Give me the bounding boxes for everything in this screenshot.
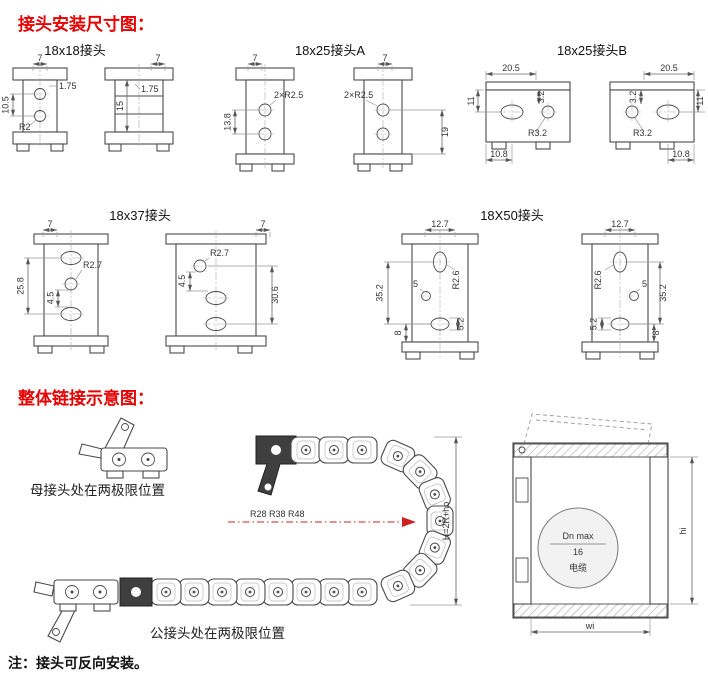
cable-label: 电缆 bbox=[569, 562, 587, 573]
dim-label: 5.2 bbox=[456, 318, 466, 331]
view-18x25b-left: 20.5 3.2 11 R3.2 10.8 bbox=[466, 63, 571, 164]
dim-label: 12.7 bbox=[431, 219, 449, 229]
view-18x25b-right: 20.5 3.2 11 R3.2 10.8 bbox=[609, 63, 705, 164]
male-position-label: 公接头处在两极限位置 bbox=[150, 625, 285, 641]
dim-label: 7 bbox=[252, 53, 257, 63]
assembly-schematic: 母接头处在两极限位置 公接头处在两极限位置 bbox=[30, 413, 698, 643]
inner-height-label: hi bbox=[678, 527, 688, 534]
dim-label: 20.5 bbox=[502, 63, 520, 73]
dim-label: 11 bbox=[466, 96, 476, 105]
drawing-18x25a: 7 2×R2.5 13.8 7 2×R2.5 19 bbox=[223, 53, 450, 172]
dim-label: 4.5 bbox=[177, 275, 187, 288]
drawing-18x37: 7 R2.7 25.8 4.5 7 R2.7 4.5 30.6 bbox=[16, 219, 280, 354]
chain-start-connector bbox=[255, 435, 297, 496]
footer-note: 注：接头可反向安装。 bbox=[8, 655, 148, 671]
label-18x25b: 18x25接头B bbox=[556, 43, 628, 58]
dim-label: 10.8 bbox=[490, 149, 508, 159]
bend-radius-arrow bbox=[402, 517, 416, 527]
page-title-assembly: 整体链接示意图： bbox=[18, 389, 154, 408]
view-18x37-front: 7 R2.7 25.8 4.5 bbox=[16, 219, 109, 354]
bend-radius-values: R28 R38 R48 bbox=[250, 509, 305, 519]
dim-label: 3.2 bbox=[628, 91, 638, 104]
female-position-label: 母接头处在两极限位置 bbox=[30, 482, 165, 498]
view-18x50-right: 12.7 R2.6 5 35.2 5.2 8 bbox=[581, 219, 668, 360]
dim-label: R2.6 bbox=[451, 270, 461, 289]
dim-label: 5 bbox=[642, 279, 647, 289]
dim-label: 1.75 bbox=[59, 81, 77, 91]
dim-label: 7 bbox=[155, 53, 160, 63]
page-title-dimensions: 接头安装尺寸图： bbox=[18, 15, 154, 34]
drawing-18x18: 7 1.75 10.5 R2 15 1.75 7 bbox=[1, 53, 174, 152]
dim-label: 10.8 bbox=[672, 149, 690, 159]
dim-label: 35.2 bbox=[375, 284, 385, 302]
label-18x37: 18x37接头 bbox=[109, 208, 171, 223]
view-18x25a-front: 7 2×R2.5 13.8 bbox=[223, 53, 303, 172]
dim-label: R2.7 bbox=[83, 260, 102, 270]
male-connector bbox=[33, 577, 153, 643]
inner-width-label: wi bbox=[585, 621, 595, 631]
view-18x25a-side: 7 2×R2.5 19 bbox=[344, 53, 450, 172]
dim-label: 15 bbox=[115, 101, 125, 111]
dim-label: 5 bbox=[413, 279, 418, 289]
h-dimension: H=2R+ho bbox=[410, 436, 462, 606]
dim-label: 5.2 bbox=[589, 318, 599, 331]
dim-label: 25.8 bbox=[16, 277, 26, 295]
dim-label: 3.2 bbox=[536, 91, 546, 104]
view-18x18-side: 15 1.75 7 bbox=[104, 53, 174, 152]
bend-radius-annotation: R28 R38 R48 bbox=[228, 509, 416, 527]
dim-label: R3.2 bbox=[633, 128, 652, 138]
dim-label: 7 bbox=[37, 53, 42, 63]
dim-label: 7 bbox=[382, 53, 387, 63]
dim-label: 13.8 bbox=[223, 113, 233, 131]
dim-label: 35.2 bbox=[658, 284, 668, 302]
dn-max-label: Dn max bbox=[562, 531, 594, 541]
dim-label: 7 bbox=[260, 219, 265, 229]
label-18x50: 18X50接头 bbox=[480, 208, 544, 223]
dim-label: 8 bbox=[651, 330, 661, 335]
dim-label: 12.7 bbox=[611, 219, 629, 229]
cable-circle bbox=[537, 507, 619, 589]
cross-section: Dn max 16 电缆 hi wi bbox=[512, 413, 698, 636]
tilted-end-view bbox=[523, 413, 653, 455]
dim-label: 19 bbox=[440, 127, 450, 137]
dim-label: 11 bbox=[695, 96, 705, 105]
label-18x25a: 18x25接头A bbox=[294, 43, 366, 58]
dim-label: 4.5 bbox=[46, 292, 56, 305]
dim-label: 30.6 bbox=[270, 286, 280, 304]
dim-label: R2.6 bbox=[593, 270, 603, 289]
dn-value: 16 bbox=[573, 547, 583, 557]
female-connector bbox=[78, 417, 168, 479]
dim-label: 2×R2.5 bbox=[344, 90, 373, 100]
dim-label: 10.5 bbox=[1, 96, 11, 114]
drawing-18x50: 12.7 R2.6 5 35.2 5.2 8 12.7 R2.6 5 35.2 bbox=[375, 219, 668, 360]
dim-label: 2×R2.5 bbox=[274, 90, 303, 100]
dim-label: 20.5 bbox=[660, 63, 678, 73]
view-18x50-left: 12.7 R2.6 5 35.2 5.2 8 bbox=[375, 219, 479, 360]
view-18x37-side: 7 R2.7 4.5 30.6 bbox=[165, 219, 280, 354]
dim-label: 8 bbox=[393, 330, 403, 335]
view-18x18-front: 7 1.75 10.5 R2 bbox=[1, 53, 77, 152]
height-formula: H=2R+ho bbox=[441, 502, 451, 541]
dim-label: R2 bbox=[19, 122, 31, 132]
dim-label: 1.75 bbox=[141, 84, 159, 94]
dim-label: 7 bbox=[47, 219, 52, 229]
dim-label: R3.2 bbox=[528, 128, 547, 138]
label-18x18: 18x18接头 bbox=[44, 43, 106, 58]
drawing-18x25b: 20.5 3.2 11 R3.2 10.8 20.5 3.2 11 R3.2 1… bbox=[466, 63, 705, 164]
dim-label: R2.7 bbox=[210, 248, 229, 258]
